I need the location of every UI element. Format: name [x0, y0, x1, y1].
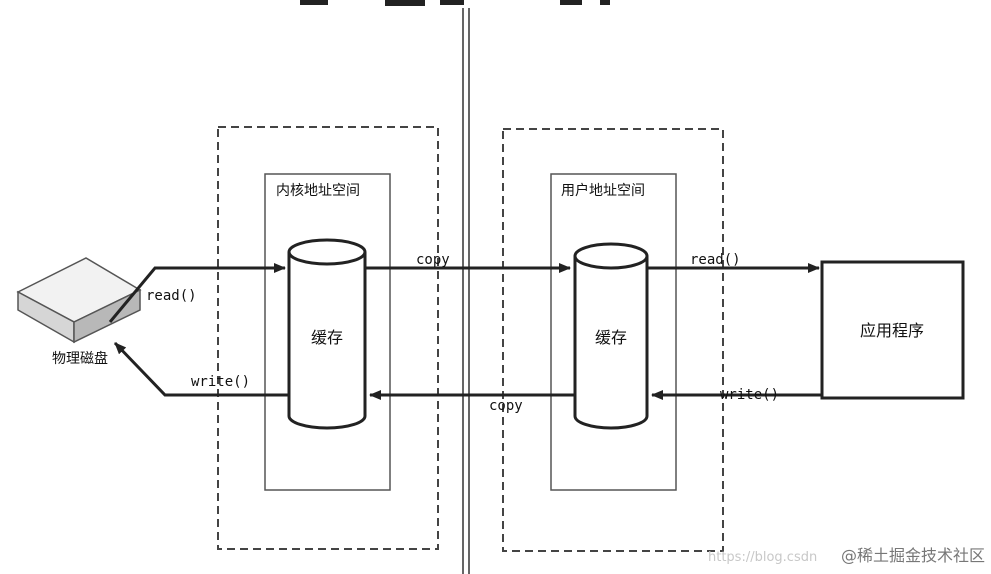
kernel-cache-label: 缓存 — [311, 328, 343, 347]
kernel-dashed-region — [217, 126, 439, 550]
cropped-title-fragment — [300, 0, 610, 6]
disk-write-label: write() — [191, 374, 250, 390]
app-write-label: write() — [720, 387, 779, 403]
copy-top-label: copy — [416, 252, 450, 268]
app-read-label: read() — [690, 252, 741, 268]
application-box — [820, 260, 965, 400]
user-dashed-region — [502, 128, 724, 552]
user-cache-cylinder — [573, 242, 649, 430]
disk-write-arrow — [113, 341, 289, 397]
disk-label: 物理磁盘 — [52, 350, 108, 367]
user-space-title: 用户地址空间 — [561, 182, 645, 199]
disk-read-label: read() — [146, 288, 197, 304]
kernel-user-separator — [462, 8, 470, 574]
copy-bottom-label: copy — [489, 398, 523, 414]
watermark-url: https://blog.csdn — [708, 550, 817, 565]
watermark-brand: @稀土掘金技术社区 — [841, 546, 985, 565]
kernel-cache-cylinder — [287, 238, 367, 430]
disk-icon — [16, 257, 142, 344]
application-label: 应用程序 — [860, 321, 924, 340]
disk-read-arrow — [108, 263, 286, 323]
user-cache-label: 缓存 — [595, 328, 627, 347]
kernel-space-title: 内核地址空间 — [276, 183, 360, 199]
